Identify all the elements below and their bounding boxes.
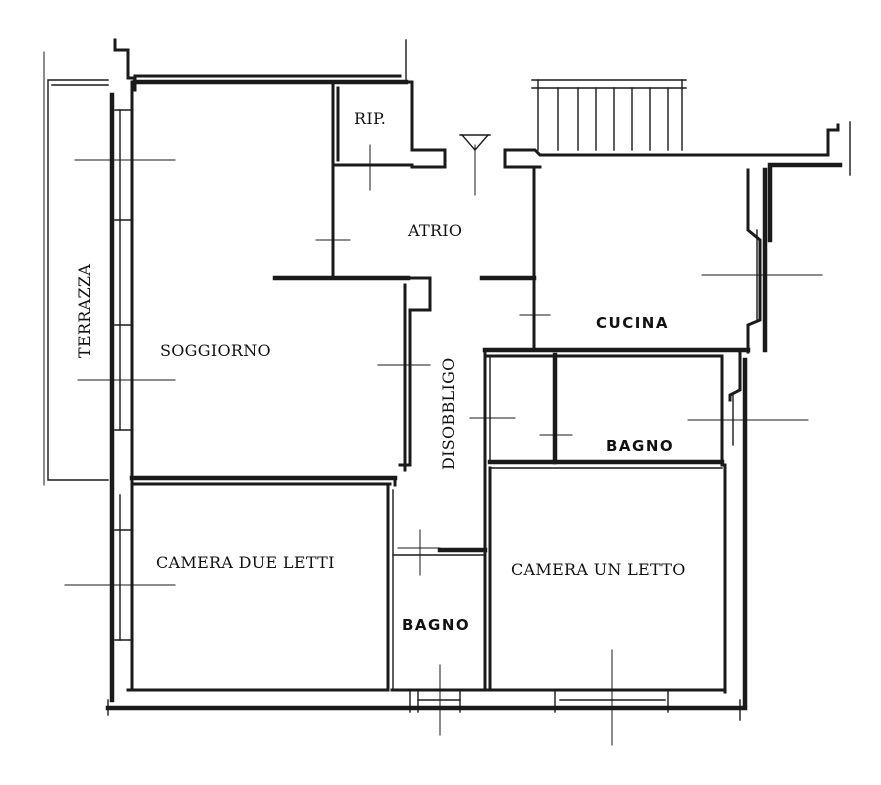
interior-walls: [129, 80, 751, 692]
room-label-atrio: ATRIO: [407, 221, 462, 240]
room-label-camera-un-letto: CAMERA UN LETTO: [511, 560, 686, 579]
room-label-bagno-bottom: BAGNO: [402, 616, 470, 634]
openings: [64, 109, 823, 746]
room-label-disobbligo: DISOBBLIGO: [439, 357, 458, 470]
room-label-cucina: CUCINA: [596, 314, 669, 332]
terrace-outline: [43, 51, 109, 486]
outer-walls: [105, 38, 851, 711]
room-label-bagno-right: BAGNO: [606, 437, 674, 455]
room-label-terrazza: TERRAZZA: [75, 264, 94, 358]
room-label-camera-due-letti: CAMERA DUE LETTI: [156, 553, 335, 572]
staircase: [531, 79, 687, 151]
room-label-rip: RIP.: [354, 109, 386, 128]
room-label-soggiorno: SOGGIORNO: [160, 341, 271, 360]
